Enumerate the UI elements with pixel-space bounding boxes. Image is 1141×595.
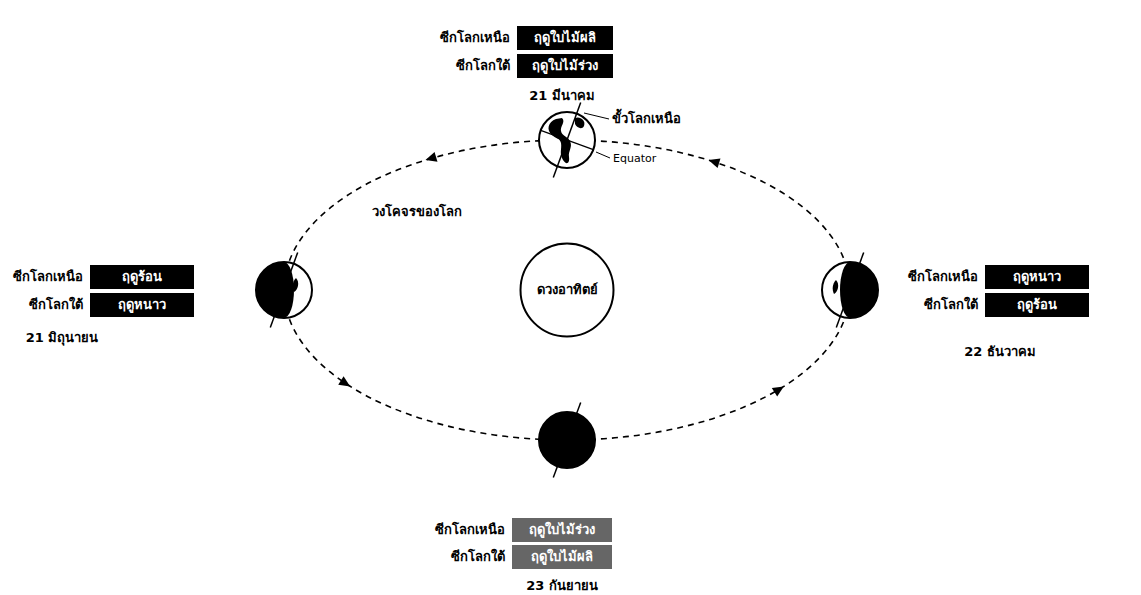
hemisphere-label: ซีกโลกเหนือ <box>435 522 505 538</box>
season-box: ฤดูหนาว <box>985 265 1089 289</box>
hemisphere-label: ซีกโลกใต้ <box>451 549 505 565</box>
season-text: ฤดูร้อน <box>1017 297 1057 313</box>
season-box: ฤดูหนาว <box>90 293 194 317</box>
season-box: ฤดูใบไม้ผลิ <box>512 545 612 569</box>
orbit-label: วงโคจรของโลก <box>372 204 462 220</box>
hemisphere-label: ซีกโลกเหนือ <box>440 30 510 46</box>
callout-label: ขั้วโลกเหนือ <box>612 111 681 127</box>
hemisphere-label: ซีกโลกใต้ <box>456 58 510 74</box>
orbit-arrows <box>338 152 786 396</box>
date-label: 21 มิถุนายน <box>26 330 99 346</box>
date-label: 21 มีนาคม <box>529 88 595 104</box>
hemisphere-label: ซีกโลกเหนือ <box>13 269 83 285</box>
season-box: ฤดูใบไม้ร่วง <box>512 518 612 542</box>
date-label: 22 ธันวาคม <box>964 344 1036 360</box>
hemisphere-label: ซีกโลกเหนือ <box>908 269 978 285</box>
earth-march <box>539 102 610 177</box>
sun-circle: ดวงอาทิตย์ <box>519 242 615 338</box>
sun-label: ดวงอาทิตย์ <box>537 282 598 298</box>
season-text: ฤดูใบไม้ร่วง <box>529 522 595 538</box>
season-box: ฤดูร้อน <box>90 265 194 289</box>
earth-december <box>822 252 878 327</box>
season-text: ฤดูใบไม้ผลิ <box>531 549 593 565</box>
season-text: ฤดูหนาว <box>1013 269 1061 285</box>
earth-june <box>256 252 312 327</box>
season-text: ฤดูร้อน <box>122 269 162 285</box>
hemisphere-label: ซีกโลกใต้ <box>924 297 978 313</box>
season-box: ฤดูร้อน <box>985 293 1089 317</box>
date-label: 23 กันยายน <box>526 578 598 594</box>
season-text: ฤดูหนาว <box>118 297 166 313</box>
earth-september <box>539 402 595 477</box>
season-text: ฤดูใบไม้ผลิ <box>534 30 596 46</box>
hemisphere-label: ซีกโลกใต้ <box>29 297 83 313</box>
season-box: ฤดูใบไม้ร่วง <box>517 54 613 78</box>
orbit-path <box>284 140 850 440</box>
callout-label: Equator <box>613 152 656 165</box>
season-text: ฤดูใบไม้ร่วง <box>532 58 598 74</box>
season-box: ฤดูใบไม้ผลิ <box>517 26 613 50</box>
